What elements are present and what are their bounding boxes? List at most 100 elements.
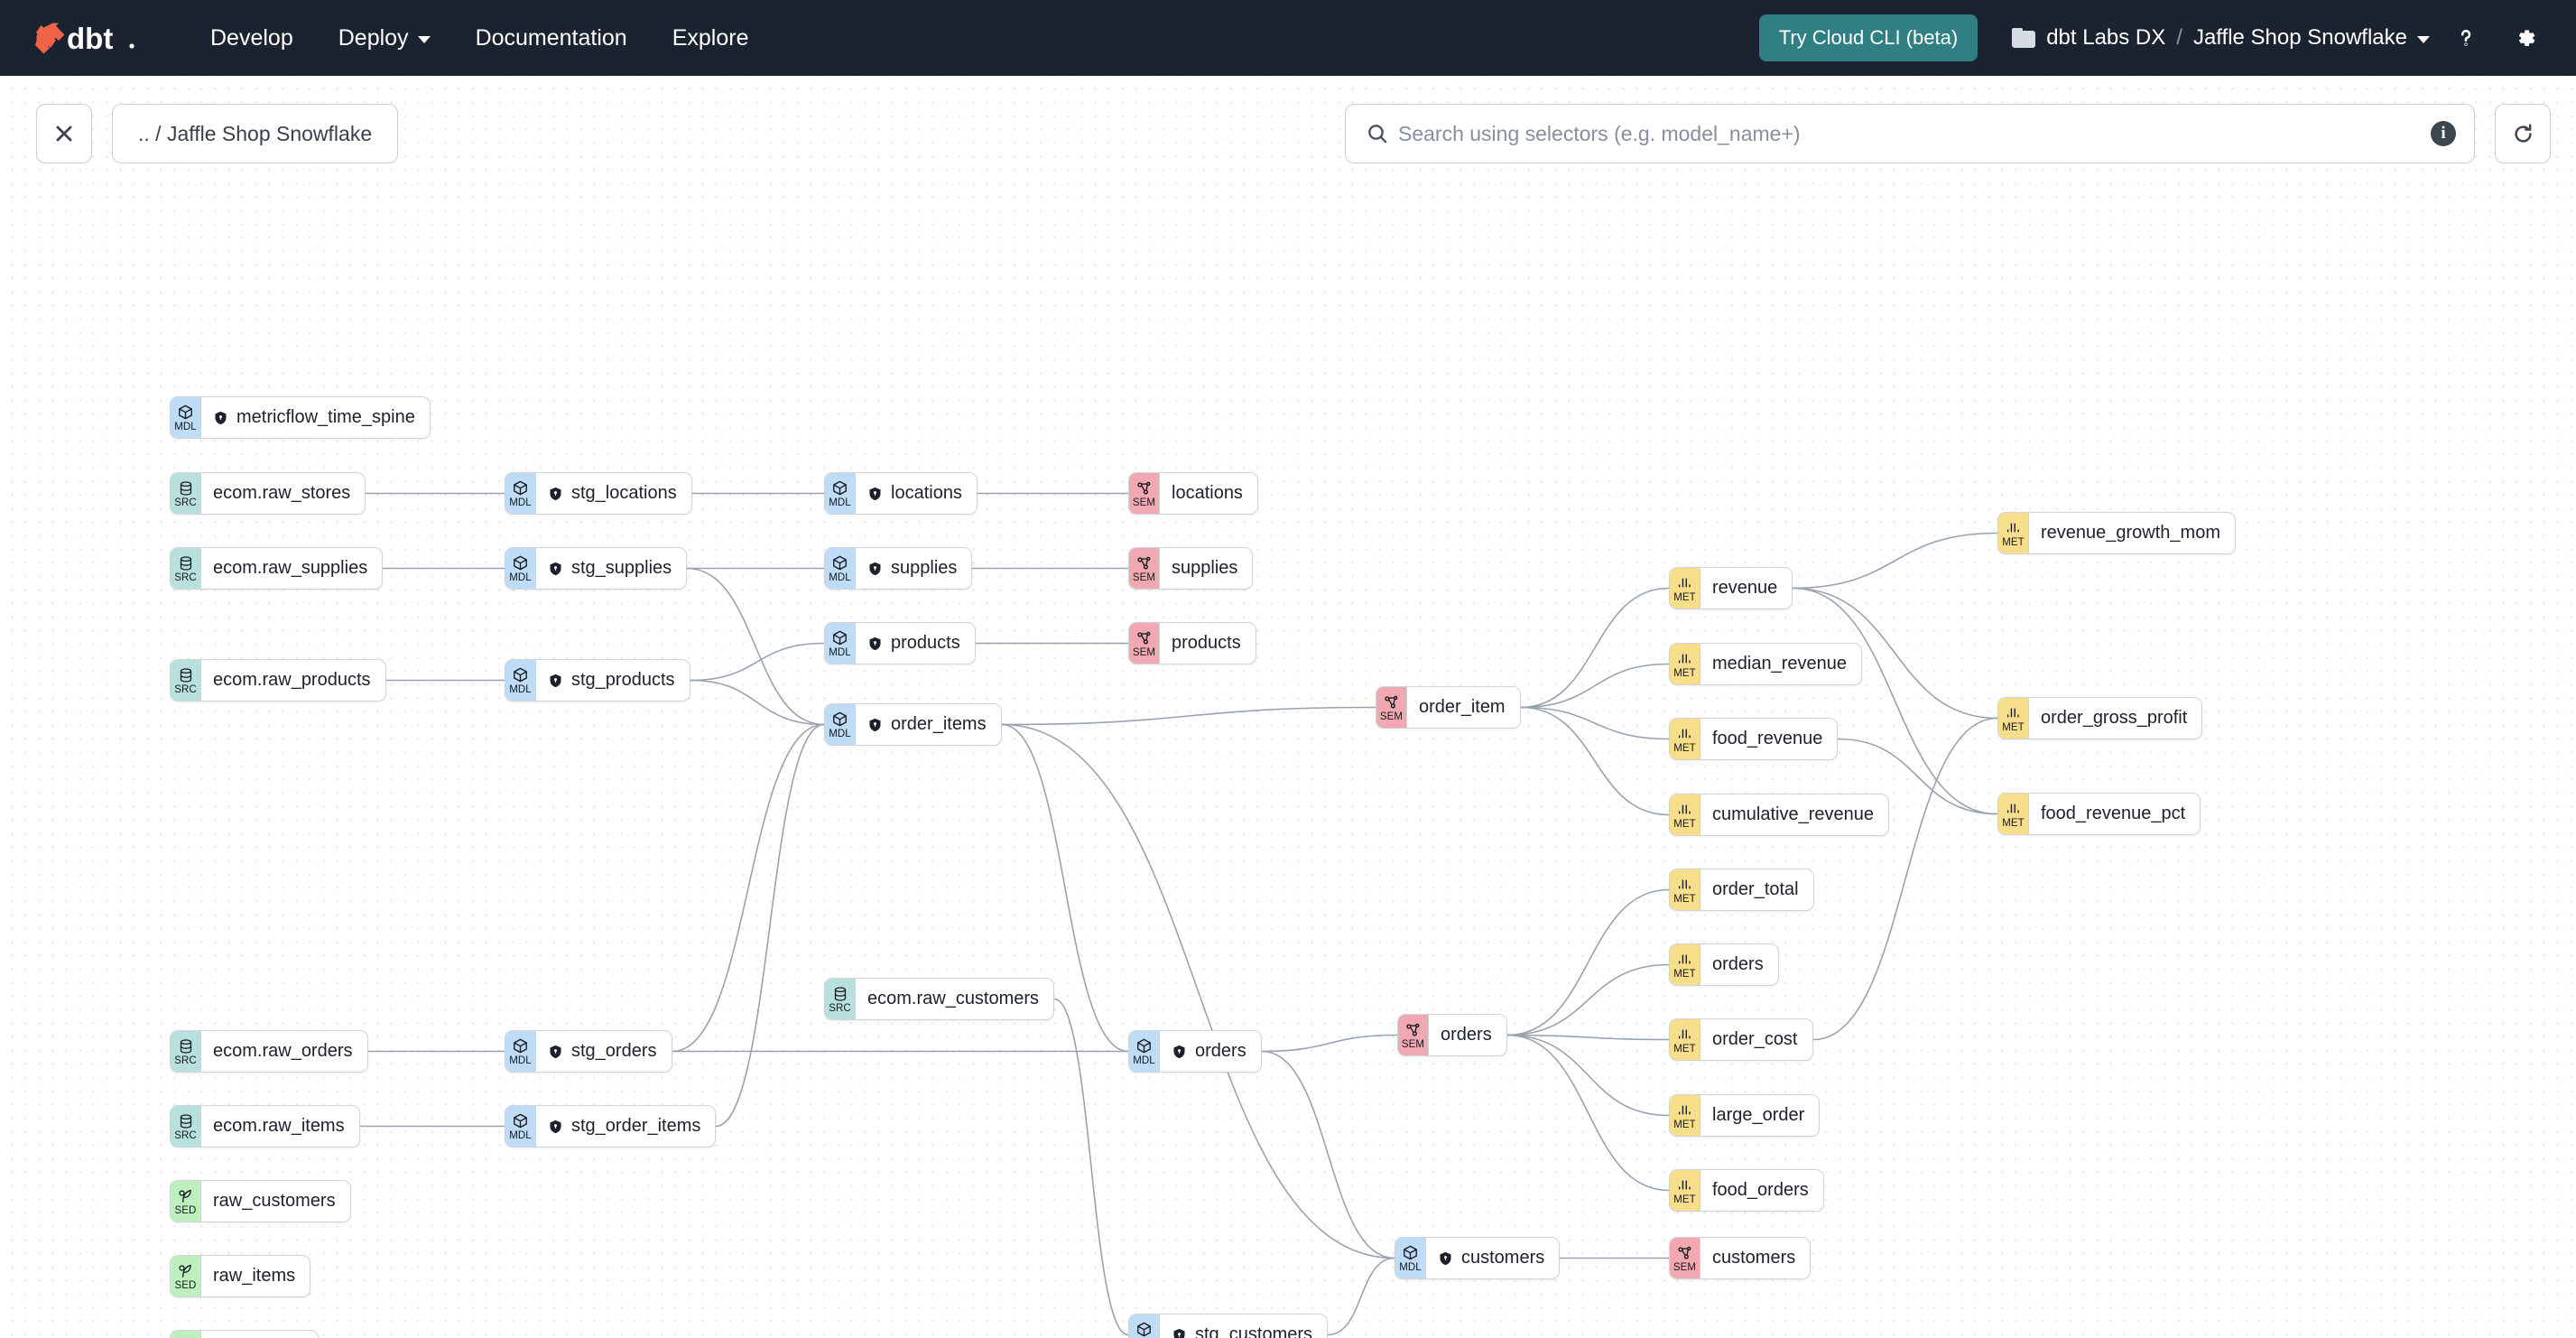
- node-type-label: SEM: [1673, 1261, 1697, 1273]
- node-type-badge-mdl: MDL: [825, 548, 856, 589]
- nav-item-documentation[interactable]: Documentation: [453, 16, 650, 60]
- breadcrumb-button[interactable]: .. / Jaffle Shop Snowflake: [112, 104, 399, 163]
- project-selector[interactable]: Jaffle Shop Snowflake: [2193, 25, 2430, 51]
- edge-met_order_cost-to-met_order_gross_profit: [1812, 717, 1998, 1041]
- node-type-label: MDL: [829, 497, 851, 508]
- node-type-label: MDL: [509, 1129, 532, 1141]
- mdl-icon: [1135, 1321, 1153, 1338]
- nav-item-deploy[interactable]: Deploy: [316, 16, 453, 60]
- graph-node-stg_products[interactable]: MDL stg_products: [505, 659, 690, 702]
- edge-stg_products-to-mdl_order_items: [690, 679, 825, 726]
- node-type-label: MET: [1673, 1194, 1696, 1205]
- node-type-label: MDL: [829, 728, 851, 739]
- search-input[interactable]: [1389, 121, 2431, 146]
- met-icon: [1676, 801, 1693, 818]
- close-button[interactable]: [36, 104, 92, 163]
- dbt-logo[interactable]: dbt: [32, 20, 137, 56]
- node-label: order_total: [1712, 879, 1799, 899]
- edge-stg_supplies-to-mdl_order_items: [686, 567, 825, 726]
- contract-shield-icon: [1438, 1250, 1453, 1267]
- node-type-label: MDL: [509, 683, 532, 695]
- node-label: orders: [1195, 1041, 1246, 1061]
- node-type-label: MET: [1673, 1043, 1696, 1055]
- node-type-label: MDL: [174, 421, 197, 432]
- node-label: customers: [1461, 1248, 1545, 1268]
- nav-item-develop[interactable]: Develop: [188, 16, 316, 60]
- project-name: Jaffle Shop Snowflake: [2192, 25, 2407, 50]
- edge-mdl_order_items-to-mdl_customers: [1001, 723, 1395, 1259]
- sem-icon: [1404, 1021, 1422, 1038]
- node-label: large_order: [1712, 1105, 1805, 1125]
- nav-item-explore[interactable]: Explore: [650, 16, 772, 60]
- node-label: raw_customers: [213, 1191, 336, 1211]
- help-icon[interactable]: [2442, 14, 2489, 61]
- mdl-icon: [831, 711, 848, 728]
- refresh-button[interactable]: [2495, 104, 2551, 163]
- try-cloud-cli-button[interactable]: Try Cloud CLI (beta): [1758, 14, 1978, 61]
- src-icon: [832, 985, 848, 1002]
- src-icon: [178, 479, 194, 497]
- node-label: stg_products: [571, 670, 675, 690]
- edge-sem_orders-to-met_order_total: [1506, 888, 1670, 1036]
- gear-icon[interactable]: [2502, 14, 2549, 61]
- selector-search-box[interactable]: i: [1345, 104, 2475, 163]
- node-label: supplies: [1172, 558, 1238, 578]
- node-type-badge-met: MET: [1670, 719, 1700, 759]
- info-icon[interactable]: i: [2431, 121, 2456, 146]
- edge-sem_order_item-to-met_median_revenue: [1520, 663, 1670, 709]
- node-body: ecom.raw_customers: [856, 979, 1053, 1019]
- sem-icon: [1135, 479, 1153, 497]
- contract-shield-icon: [867, 486, 883, 502]
- node-body: cumulative_revenue: [1700, 794, 1888, 835]
- account-name[interactable]: dbt Labs DX: [2046, 25, 2166, 50]
- node-label: products: [891, 633, 960, 653]
- node-body: raw_customers: [201, 1181, 350, 1222]
- node-body: revenue_growth_mom: [2029, 513, 2235, 553]
- lineage-canvas[interactable]: .. / Jaffle Shop Snowflake i MDLmetricfl…: [0, 76, 2576, 1338]
- node-body: raw_orders: [201, 1331, 318, 1338]
- sed-icon: [177, 1187, 194, 1204]
- node-body: supplies: [1160, 548, 1252, 589]
- node-label: ecom.raw_orders: [213, 1041, 353, 1061]
